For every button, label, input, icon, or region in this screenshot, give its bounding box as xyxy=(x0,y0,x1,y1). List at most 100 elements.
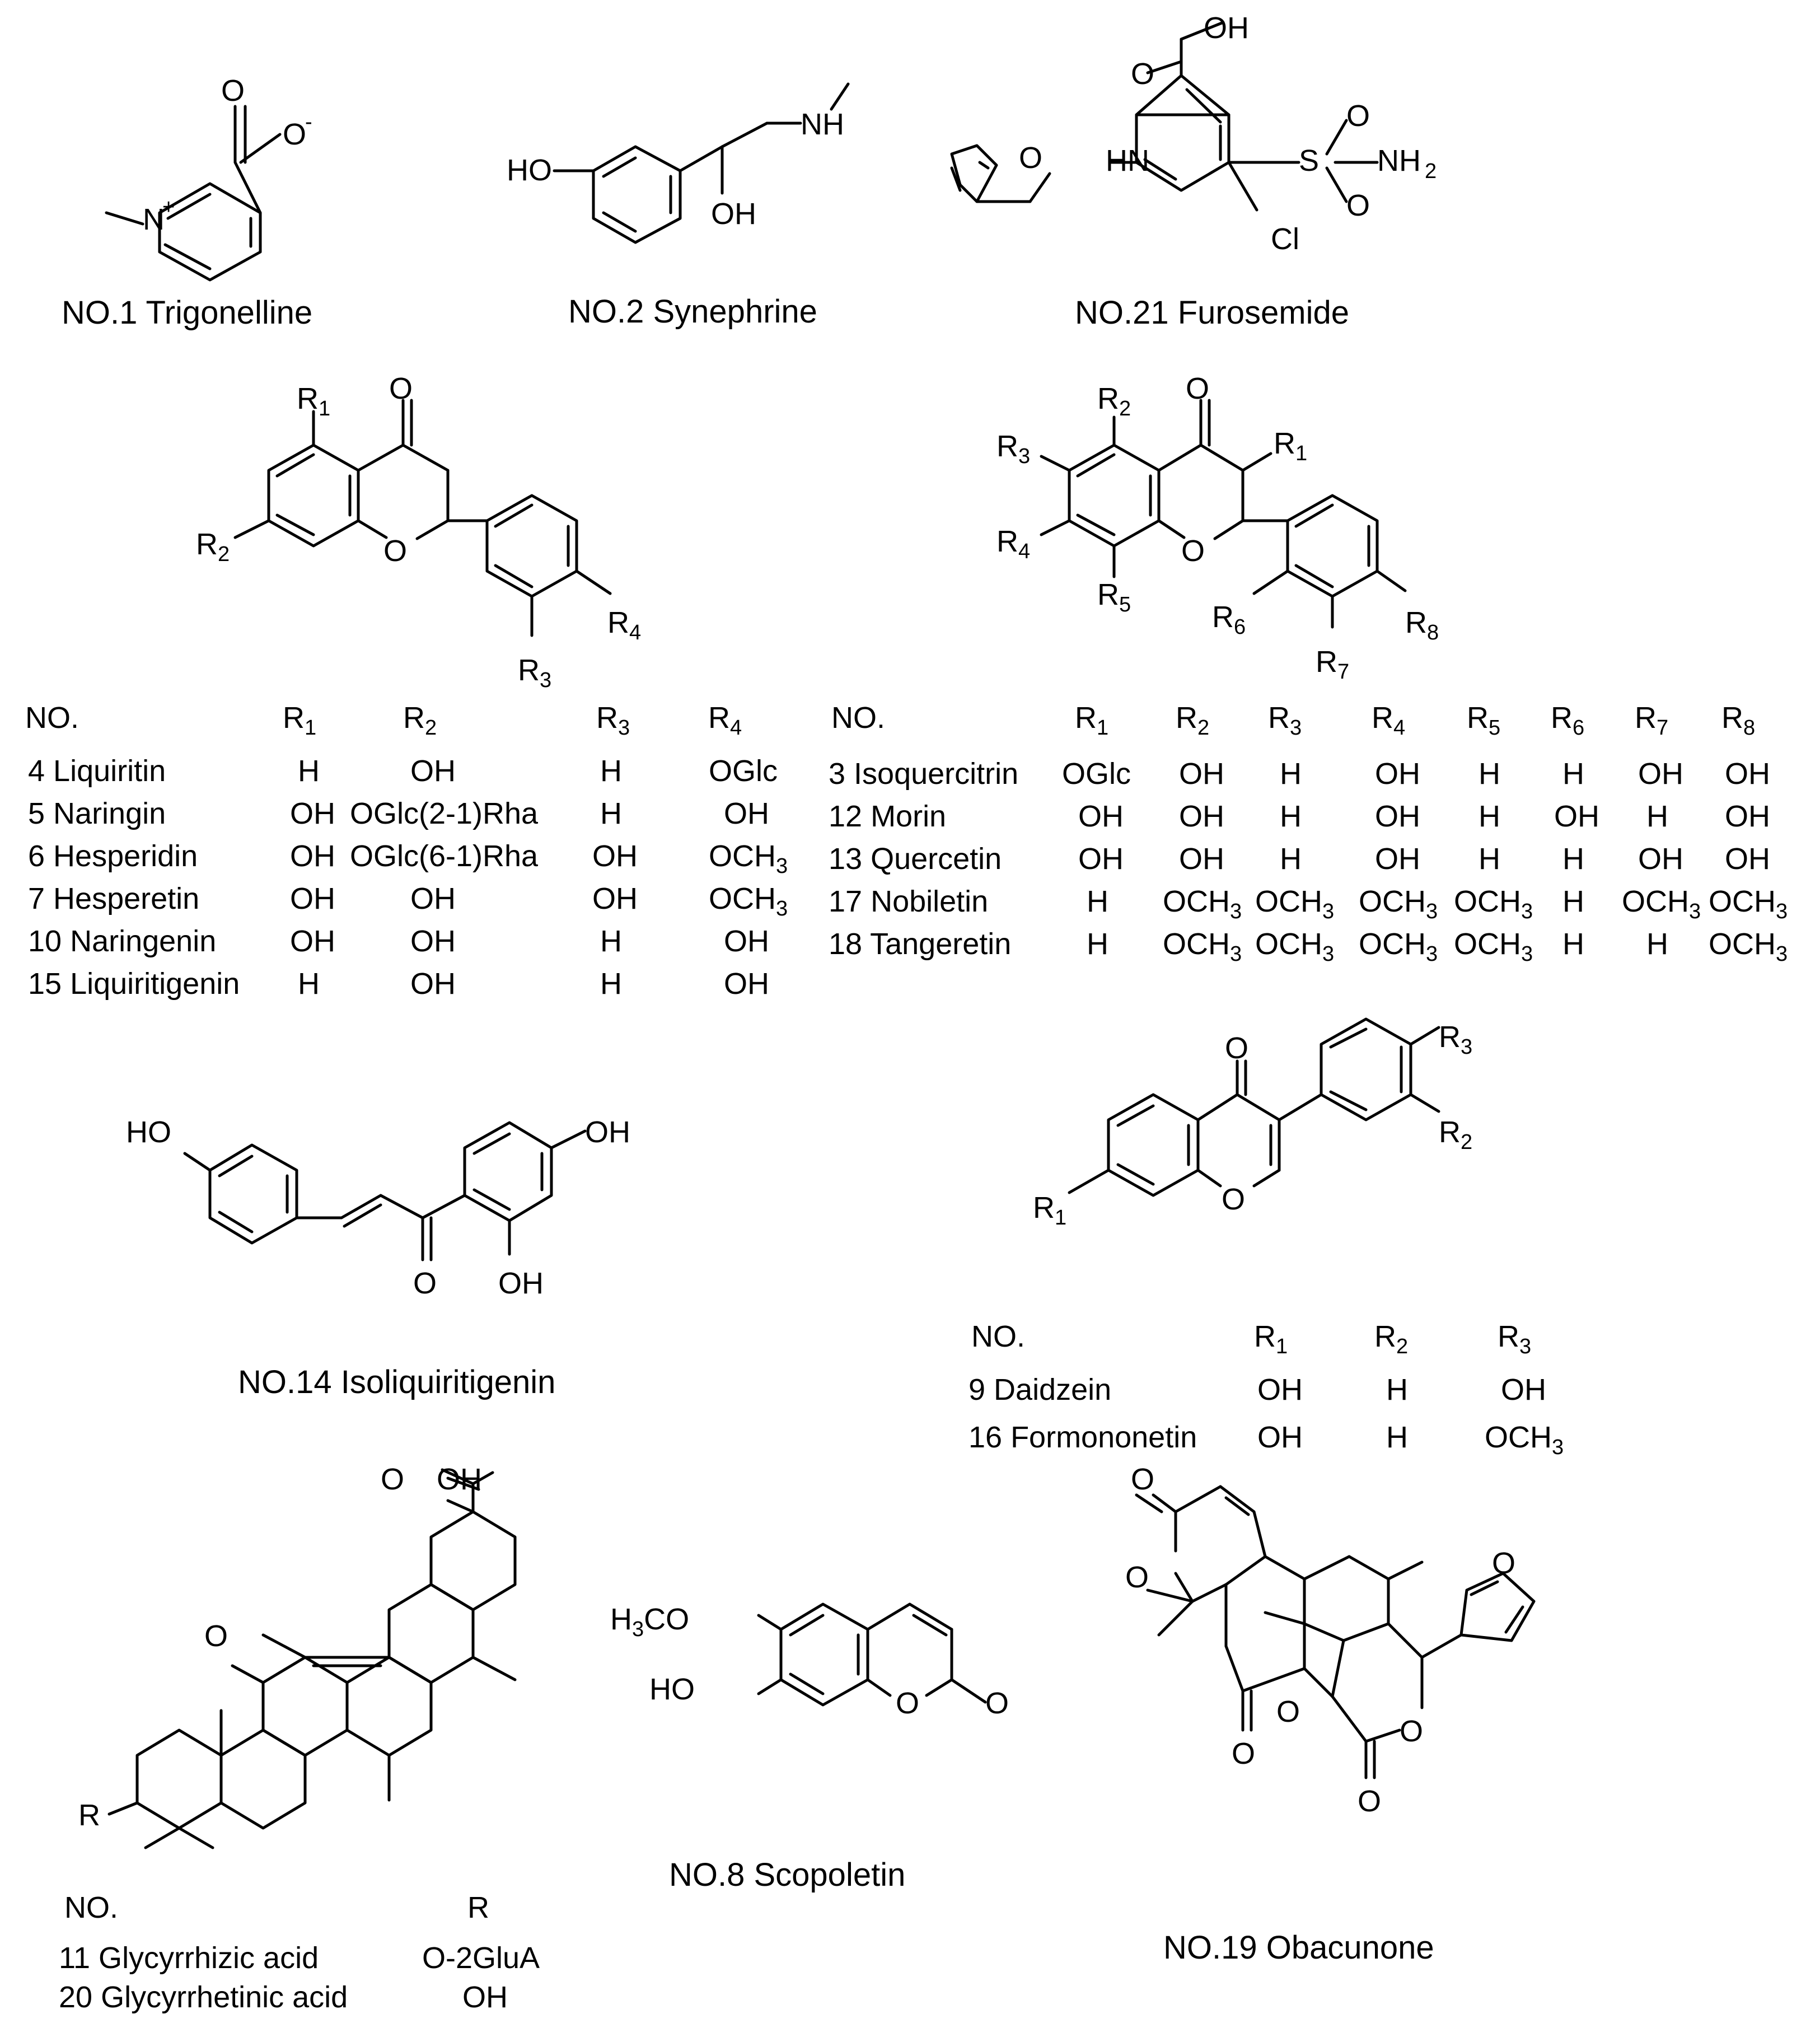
flavanone-cell-r2: OGlc(2-1)Rha xyxy=(350,797,539,830)
scopoletin-ho: HO xyxy=(649,1672,695,1706)
flavanone-cell-r3: H xyxy=(600,754,622,788)
isoflavone-r2: R2 xyxy=(1439,1115,1472,1154)
furosemide-cl: Cl xyxy=(1271,222,1299,256)
flavone-cell-r6: H xyxy=(1562,842,1584,876)
flavone-cell-r3: H xyxy=(1280,842,1302,876)
isoflavone-cell-r1: OH xyxy=(1257,1373,1303,1406)
flavanone-cell-r4: OH xyxy=(724,967,769,1001)
scopoletin-o-ring: O xyxy=(896,1686,919,1720)
flavone-header-no: NO. xyxy=(831,701,886,735)
flavone-cell-r7: H xyxy=(1646,800,1668,833)
flavanone-cell-r1: OH xyxy=(290,839,335,873)
isoflavone-o-ring: O xyxy=(1222,1183,1245,1216)
flavone-cell-r3: H xyxy=(1280,800,1302,833)
flavanone-r4: R4 xyxy=(607,606,641,644)
flavanone-cell-r2: OH xyxy=(410,882,456,915)
furosemide-s: S xyxy=(1299,144,1319,177)
trigonelline-plus: + xyxy=(162,195,175,219)
structure-trigonelline xyxy=(105,105,282,282)
flavanone-header-r3: R3 xyxy=(596,701,630,740)
flavone-cell-r2: OCH3 xyxy=(1163,927,1242,966)
flavanone-row-name: 15 Liquiritigenin xyxy=(28,967,240,1001)
scopoletin-o-ketone: O xyxy=(985,1686,1009,1720)
caption-furosemide: NO.21 Furosemide xyxy=(1075,295,1349,331)
glycyrrhizin-header-no: NO. xyxy=(64,1891,119,1924)
flavanone-o-ring: O xyxy=(383,534,407,568)
flavone-cell-r2: OH xyxy=(1179,842,1224,876)
structure-flavone-core xyxy=(1040,399,1407,629)
structure-flavanone-core xyxy=(233,399,612,637)
obacunone-o-dlactone-carbonyl: O xyxy=(1358,1784,1381,1818)
flavanone-cell-r1: H xyxy=(298,967,320,1001)
flavanone-cell-r1: OH xyxy=(290,924,335,958)
flavanone-cell-r4: OH xyxy=(724,924,769,958)
flavanone-cell-r4: OGlc xyxy=(709,754,778,788)
isoflavone-cell-r3: OH xyxy=(1501,1373,1546,1406)
flavanone-cell-r3: H xyxy=(600,924,622,958)
isoflavone-header-r2: R2 xyxy=(1374,1320,1409,1358)
glycyrrhizin-cell-r: O-2GluA xyxy=(422,1941,540,1975)
isoliquiritigenin-o: O xyxy=(413,1267,437,1300)
flavanone-header-no: NO. xyxy=(25,701,79,735)
flavone-r8: R8 xyxy=(1405,606,1439,644)
flavone-cell-r8: OCH3 xyxy=(1709,885,1788,923)
flavone-header-r1: R1 xyxy=(1075,701,1109,740)
flavone-cell-r5: H xyxy=(1479,800,1500,833)
flavanone-cell-r2: OH xyxy=(410,924,456,958)
isoflavone-cell-r2: H xyxy=(1386,1420,1408,1454)
flavone-r5: R5 xyxy=(1097,578,1131,616)
flavone-cell-r1: OH xyxy=(1078,800,1124,833)
flavone-header-r7: R7 xyxy=(1635,701,1669,740)
flavone-cell-r4: OH xyxy=(1375,757,1420,791)
glycyrrhetinic-o-acid: O xyxy=(381,1462,404,1496)
flavone-cell-r6: H xyxy=(1562,927,1584,961)
flavanone-header-r4: R4 xyxy=(708,701,742,740)
flavanone-cell-r4: OCH3 xyxy=(709,882,788,920)
flavone-cell-r7: H xyxy=(1646,927,1668,961)
flavanone-cell-r3: OH xyxy=(592,882,638,915)
flavone-cell-r4: OCH3 xyxy=(1359,927,1438,966)
flavone-cell-r8: OH xyxy=(1725,842,1770,876)
flavone-cell-r3: H xyxy=(1280,757,1302,791)
flavone-r4: R4 xyxy=(996,525,1030,563)
flavone-row-name: 13 Quercetin xyxy=(829,842,1002,876)
pyridinium-ring xyxy=(158,182,262,282)
structure-synephrine xyxy=(553,82,850,244)
flavanone-cell-r2: OH xyxy=(410,967,456,1001)
flavone-row-name: 18 Tangeretin xyxy=(829,927,1012,961)
furosemide-nh2-sub: 2 xyxy=(1425,160,1437,183)
flavanone-cell-r3: H xyxy=(600,797,622,830)
synephrine-oh: OH xyxy=(711,197,756,231)
flavone-cell-r5: H xyxy=(1479,757,1500,791)
flavone-header-r2: R2 xyxy=(1176,701,1210,740)
flavanone-r3: R3 xyxy=(518,653,551,692)
structure-furosemide xyxy=(950,21,1289,212)
isoflavone-header-no: NO. xyxy=(971,1320,1026,1353)
flavone-row-name: 17 Nobiletin xyxy=(829,885,989,918)
obacunone-o-lactone-carbonyl: O xyxy=(1131,1462,1154,1496)
glycyrrhetinic-oh-acid: OH xyxy=(437,1462,482,1496)
obacunone-o-epoxide: O xyxy=(1276,1695,1300,1728)
flavanone-cell-r4: OH xyxy=(724,797,769,830)
isoflavone-o-ketone: O xyxy=(1225,1031,1248,1065)
flavanone-cell-r1: OH xyxy=(290,797,335,830)
trigonelline-o-double: O xyxy=(221,74,245,108)
flavone-cell-r1: OGlc xyxy=(1062,757,1131,791)
obacunone-o-furan: O xyxy=(1492,1546,1515,1580)
flavone-r7: R7 xyxy=(1316,645,1349,684)
isoliquiritigenin-oh-bottom: OH xyxy=(498,1267,544,1300)
isoflavone-row-name: 16 Formononetin xyxy=(969,1420,1197,1454)
flavone-cell-r2: OH xyxy=(1179,757,1224,791)
flavone-cell-r2: OCH3 xyxy=(1163,885,1242,923)
flavone-r2: R2 xyxy=(1097,382,1131,420)
obacunone-o-dlactone: O xyxy=(1400,1714,1423,1748)
flavone-cell-r7: OH xyxy=(1638,757,1683,791)
flavanone-row-name: 7 Hesperetin xyxy=(28,882,200,915)
flavone-cell-r8: OH xyxy=(1725,800,1770,833)
flavone-cell-r1: H xyxy=(1087,927,1108,961)
flavone-cell-r3: OCH3 xyxy=(1255,927,1335,966)
flavanone-cell-r3: H xyxy=(600,967,622,1001)
flavanone-r1: R1 xyxy=(297,382,330,420)
isoflavone-cell-r2: H xyxy=(1386,1373,1408,1406)
structure-glycyrrhetinic-skeleton xyxy=(107,1468,517,1849)
